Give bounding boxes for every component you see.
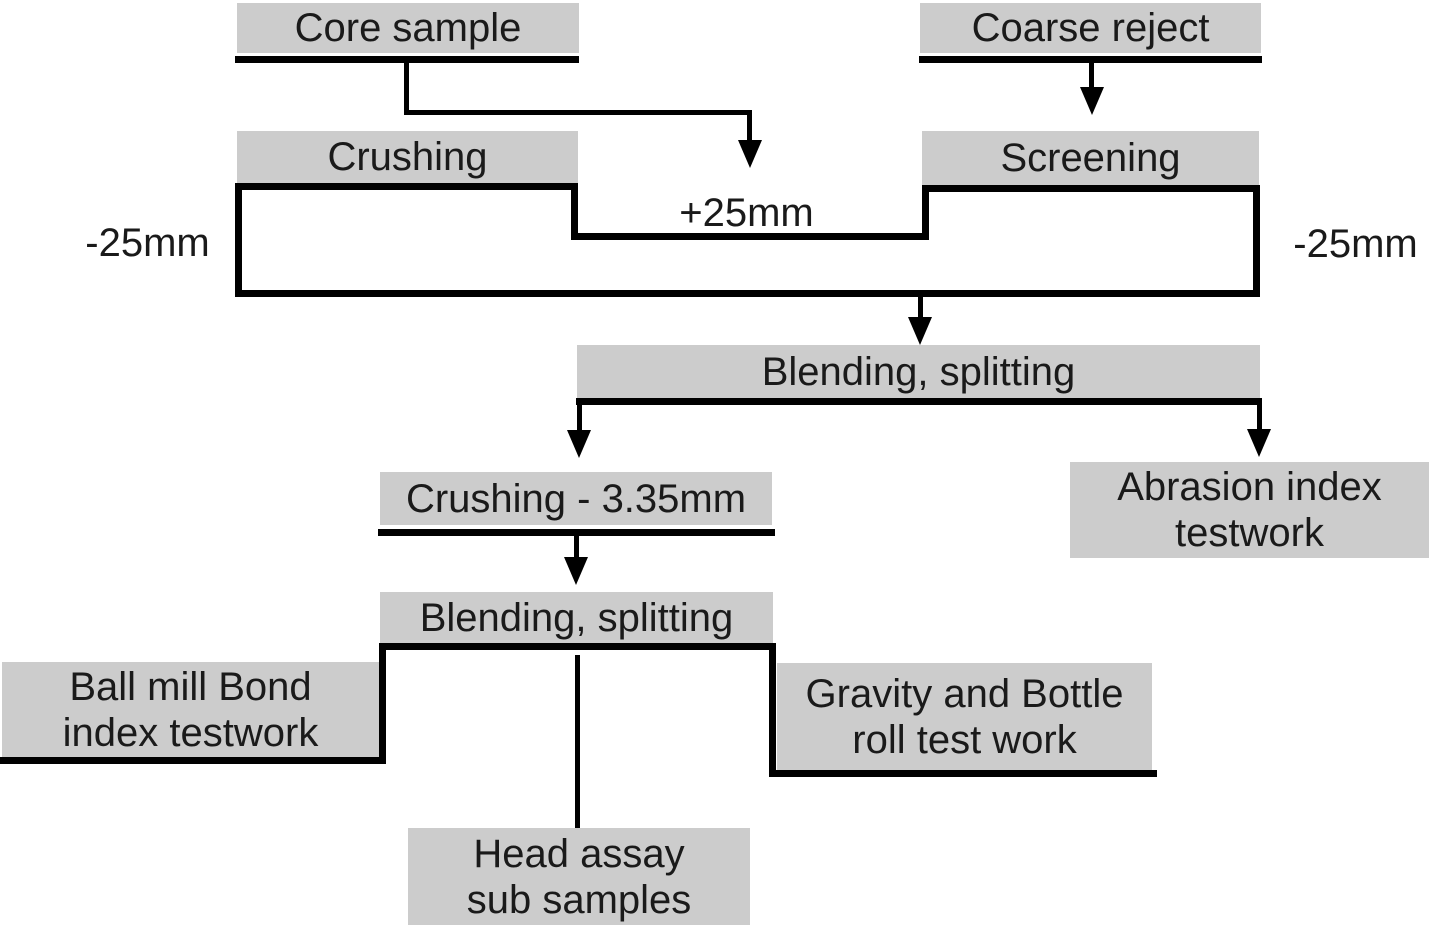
node-core-sample: Core sample — [237, 3, 579, 53]
label-minus-25mm-right: -25mm — [1293, 221, 1418, 266]
connector-to-blending-1 — [918, 297, 923, 318]
node-abrasion-index-testwork: Abrasion index testwork — [1070, 462, 1429, 558]
arrowhead-core-sample — [738, 140, 762, 168]
underline-blending-splitting-1 — [576, 398, 1262, 405]
connector-blending1-to-abrasion — [1257, 404, 1262, 430]
arrowhead-to-abrasion — [1247, 429, 1271, 457]
node-blending-splitting-1: Blending, splitting — [577, 345, 1260, 398]
underline-ball-mill — [0, 757, 385, 764]
node-head-assay-line2: sub samples — [466, 877, 692, 922]
node-gravity-line1: Gravity and Bottle — [805, 671, 1124, 716]
node-screening: Screening — [922, 131, 1259, 185]
node-ball-mill-line1: Ball mill Bond — [69, 664, 312, 709]
arrowhead-to-crushing335 — [567, 430, 591, 458]
node-core-sample-label: Core sample — [294, 6, 522, 50]
node-ball-mill-bond-index-testwork: Ball mill Bond index testwork — [2, 662, 379, 757]
node-gravity-bottle-roll-testwork: Gravity and Bottle roll test work — [777, 663, 1152, 770]
underline-crushing-3-35mm — [378, 529, 775, 536]
node-crushing-label: Crushing — [327, 135, 488, 179]
node-abrasion-line2: testwork — [1175, 511, 1324, 555]
underline-screening — [922, 185, 1260, 192]
connector-core-sample-horizontal — [404, 110, 750, 115]
channel-crushing-right-vertical — [571, 183, 578, 240]
arrowhead-to-blending-1 — [908, 317, 932, 345]
channel-left-vertical — [235, 183, 242, 297]
connector-core-sample-drop — [747, 110, 752, 142]
connector-to-head-assay — [575, 655, 580, 828]
node-screening-label: Screening — [1000, 136, 1181, 180]
underline-coarse-reject — [919, 56, 1262, 63]
arrowhead-to-blending2 — [564, 557, 588, 585]
node-blending-splitting-2-label: Blending, splitting — [419, 595, 734, 640]
node-blending-splitting-2: Blending, splitting — [380, 592, 773, 643]
bracket-right-vertical-to-gravity — [769, 643, 776, 777]
node-crushing: Crushing — [237, 131, 578, 183]
node-head-assay-sub-samples: Head assay sub samples — [408, 828, 750, 925]
node-coarse-reject-label: Coarse reject — [971, 6, 1210, 50]
connector-crushing335-to-blending2 — [574, 535, 579, 558]
node-coarse-reject: Coarse reject — [920, 3, 1261, 53]
node-abrasion-line1: Abrasion index — [1117, 465, 1382, 509]
underline-core-sample — [235, 56, 579, 63]
label-plus-25mm: +25mm — [679, 190, 814, 235]
channel-bottom-horizontal — [235, 290, 1260, 297]
node-crushing-3-35mm: Crushing - 3.35mm — [380, 472, 772, 525]
node-ball-mill-line2: index testwork — [62, 710, 319, 755]
channel-screening-left-vertical — [922, 185, 929, 240]
arrowhead-coarse-reject — [1080, 87, 1104, 115]
connector-blending1-to-crushing335 — [577, 404, 582, 431]
connector-core-sample-vertical — [404, 60, 409, 115]
channel-right-vertical — [1253, 185, 1260, 297]
underline-crushing — [235, 183, 578, 190]
bracket-left-vertical-to-ball-mill — [379, 643, 386, 764]
node-crushing-3-35mm-label: Crushing - 3.35mm — [405, 476, 747, 521]
node-blending-splitting-1-label: Blending, splitting — [761, 349, 1076, 394]
underline-blending-splitting-2 — [379, 643, 776, 650]
channel-plus25-horizontal — [571, 233, 929, 240]
connector-coarse-reject — [1089, 62, 1094, 88]
label-minus-25mm-left: -25mm — [85, 220, 210, 265]
underline-gravity — [770, 770, 1157, 777]
node-head-assay-line1: Head assay — [473, 831, 685, 876]
node-gravity-line2: roll test work — [852, 717, 1077, 762]
